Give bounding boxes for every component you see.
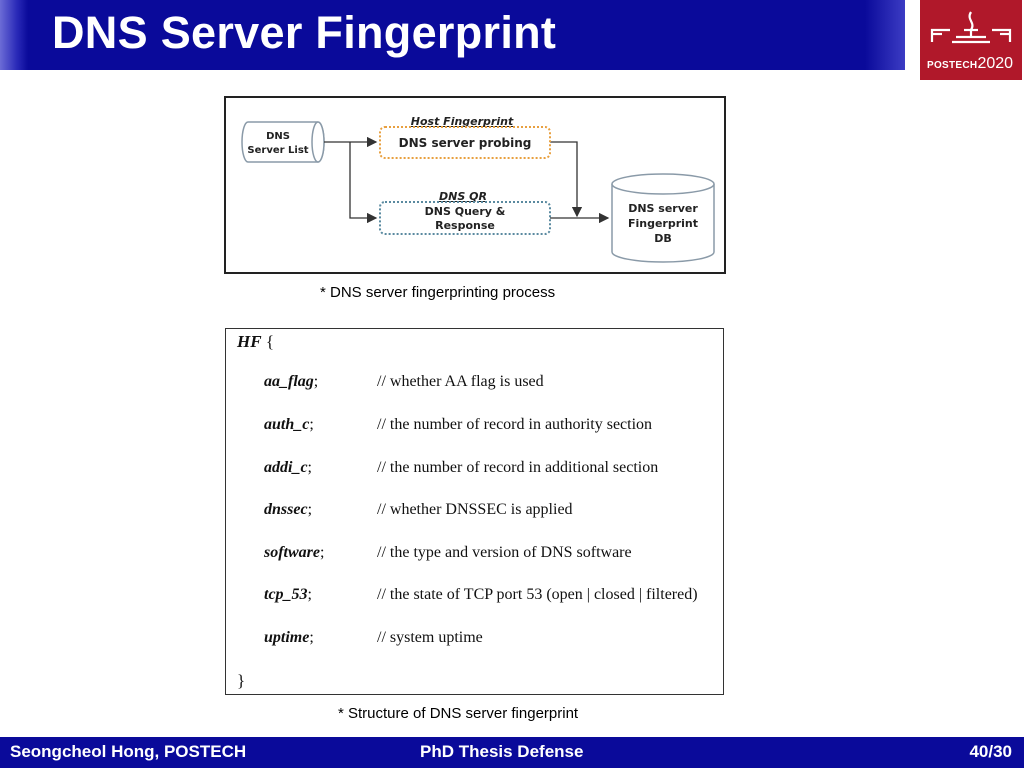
field-row: dnssec; // whether DNSSEC is applied xyxy=(264,501,573,518)
field-name: tcp_53 xyxy=(264,586,308,603)
footer-event: PhD Thesis Defense xyxy=(420,742,584,761)
field-row: uptime; // system uptime xyxy=(264,629,483,646)
title-band-edge-right xyxy=(865,0,905,70)
field-comment: // system uptime xyxy=(377,629,483,646)
structure-caption: * Structure of DNS server fingerprint xyxy=(338,705,579,722)
dns-qr-tag: DNS QR xyxy=(439,190,487,203)
page-title: DNS Server Fingerprint xyxy=(52,7,557,58)
dns-server-list-node: DNS Server List xyxy=(241,121,325,163)
db-line-3: DB xyxy=(654,232,672,245)
db-line-2: Fingerprint xyxy=(628,217,698,230)
field-name: addi_c xyxy=(264,459,308,476)
struct-name: HF xyxy=(237,332,262,351)
field-row: auth_c; // the number of record in autho… xyxy=(264,416,653,433)
field-comment: // the number of record in authority sec… xyxy=(377,416,653,433)
process-diagram-canvas: DNS Server List Host Fingerprint DNS ser… xyxy=(241,115,715,263)
field-comment: // the state of TCP port 53 (open | clos… xyxy=(377,586,698,603)
host-fingerprint-label: DNS server probing xyxy=(399,136,532,150)
dns-qr-line-1: DNS Query & xyxy=(425,205,506,218)
flow-arrows xyxy=(324,136,610,224)
struct-header: HF { xyxy=(237,332,274,352)
field-row: aa_flag; // whether AA flag is used xyxy=(264,373,544,390)
field-comment: // whether AA flag is used xyxy=(377,373,544,390)
field-comment: // the number of record in additional se… xyxy=(377,459,659,476)
close-brace: } xyxy=(237,671,246,690)
source-line-1: DNS xyxy=(266,131,290,142)
dns-qr-line-2: Response xyxy=(435,219,495,232)
page-number: 40/30 xyxy=(969,742,1012,761)
logo-name: POSTECH xyxy=(927,60,978,71)
slide-footer: Seongcheol Hong, POSTECH PhD Thesis Defe… xyxy=(0,737,1024,768)
host-fingerprint-node: Host Fingerprint DNS server probing xyxy=(379,115,551,159)
title-band xyxy=(0,0,905,70)
field-row: addi_c; // the number of record in addit… xyxy=(264,459,659,476)
db-line-1: DNS server xyxy=(628,202,698,215)
postech-logo: POSTECH2020 xyxy=(920,0,1022,80)
slide-header: DNS Server Fingerprint POSTECH2020 xyxy=(0,0,1024,80)
field-row: tcp_53; // the state of TCP port 53 (ope… xyxy=(264,586,698,603)
logo-year: 2020 xyxy=(977,55,1014,72)
field-name: software xyxy=(264,544,320,561)
process-caption: * DNS server fingerprinting process xyxy=(320,284,556,301)
fingerprint-structure-box: HF { aa_flag; // whether AA flag is used… xyxy=(225,328,724,695)
field-row: software; // the type and version of DNS… xyxy=(264,544,632,561)
open-brace: { xyxy=(265,332,274,351)
source-line-2: Server List xyxy=(247,145,308,156)
field-name: uptime xyxy=(264,629,310,646)
title-band-edge-left xyxy=(0,0,28,70)
field-comment: // the type and version of DNS software xyxy=(377,544,632,561)
fingerprint-db-node: DNS server Fingerprint DB xyxy=(611,173,715,263)
dns-qr-node: DNS QR DNS Query & Response xyxy=(379,190,551,235)
field-name: dnssec xyxy=(264,501,308,518)
footer-author: Seongcheol Hong, POSTECH xyxy=(10,742,247,761)
postech-emblem-icon xyxy=(930,11,1012,44)
fingerprint-process-diagram: DNS Server List Host Fingerprint DNS ser… xyxy=(224,96,726,274)
field-name: aa_flag xyxy=(264,373,314,390)
field-name: auth_c xyxy=(264,416,310,433)
host-fingerprint-tag: Host Fingerprint xyxy=(411,115,514,128)
field-comment: // whether DNSSEC is applied xyxy=(377,501,573,518)
